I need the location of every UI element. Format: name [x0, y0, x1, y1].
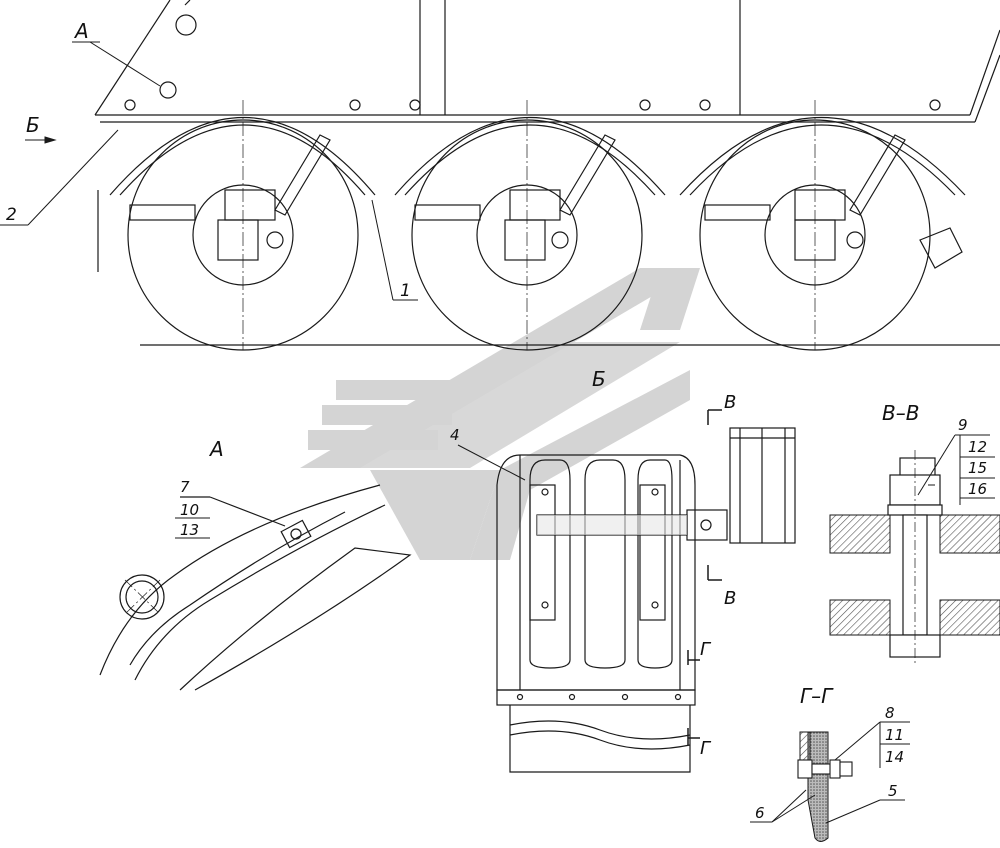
view-label-b-top: Б: [26, 113, 40, 137]
view-label-a-top: А: [73, 19, 89, 43]
view-b-label: Б: [592, 367, 606, 391]
svg-text:16: 16: [968, 480, 987, 498]
section-gg-drawing: [797, 731, 853, 842]
section-marks: [687, 409, 722, 745]
callout-stack-gg: 8 11 14: [834, 704, 910, 768]
section-mark-v-top: В: [724, 392, 736, 413]
svg-text:14: 14: [885, 748, 904, 766]
callout-5: 5: [888, 782, 898, 800]
svg-text:13: 13: [180, 521, 199, 539]
company-logo-watermark: [300, 268, 700, 560]
detail-a-drawing: [99, 484, 412, 691]
centerlines: [242, 100, 816, 350]
detail-a-label: А: [208, 437, 224, 461]
callout-4: 4: [450, 426, 460, 444]
callout-2: 2: [6, 205, 17, 225]
svg-text:8: 8: [885, 704, 895, 722]
svg-text:7: 7: [180, 478, 190, 496]
section-mark-g-bottom: Г: [700, 738, 712, 759]
svg-text:9: 9: [958, 416, 968, 434]
section-gg-label: Г–Г: [800, 684, 834, 708]
top-leaders: [0, 41, 418, 301]
fender-brackets: [124, 81, 941, 111]
callout-stack-vv: 9 12 15 16: [917, 416, 995, 505]
svg-text:15: 15: [968, 459, 987, 477]
trailer-side-view: [94, 0, 1000, 351]
section-mark-g-top: Г: [700, 639, 712, 660]
svg-text:11: 11: [885, 726, 904, 744]
callout-stack-a: 7 10 13: [175, 478, 210, 539]
svg-text:10: 10: [180, 501, 199, 519]
svg-text:12: 12: [968, 438, 987, 456]
section-mark-v-bottom: В: [724, 588, 736, 609]
fender-arcs: [109, 116, 966, 196]
callout-1: 1: [400, 281, 411, 301]
section-vv-label: В–В: [882, 401, 919, 425]
callout-6: 6: [755, 804, 765, 822]
